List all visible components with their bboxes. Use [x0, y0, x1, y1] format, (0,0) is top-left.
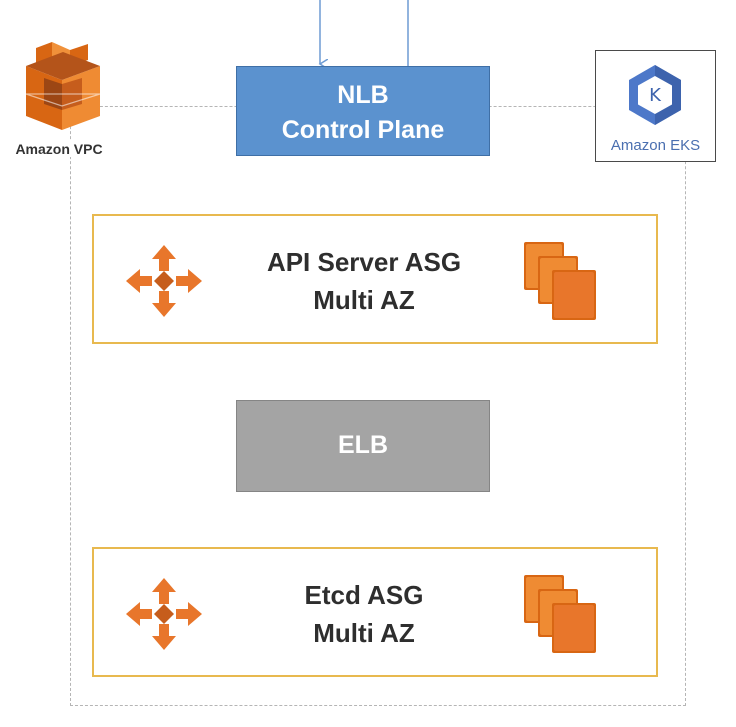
control-plane-label: Control Plane: [281, 116, 445, 144]
etcd-multi-az-label: Multi AZ: [313, 618, 415, 648]
api-server-multi-az-label: Multi AZ: [313, 285, 415, 315]
elb-box: ELB: [236, 400, 490, 492]
auto-scaling-arrows-icon: [126, 578, 202, 650]
amazon-eks-box: K Amazon EKS: [595, 50, 716, 162]
ec2-instances-icon: [524, 575, 596, 653]
api-server-asg-title: API Server ASG: [266, 247, 462, 277]
etcd-asg-box: Etcd ASG Multi AZ: [92, 547, 658, 677]
api-server-asg-box: API Server ASG Multi AZ: [92, 214, 658, 344]
amazon-eks-icon: K: [629, 65, 681, 125]
etcd-asg-text: Etcd ASG Multi AZ: [234, 576, 494, 652]
eks-icon-letter: K: [649, 85, 662, 106]
auto-scaling-arrows-icon: [126, 245, 202, 317]
amazon-vpc-label: Amazon VPC: [2, 141, 116, 157]
nlb-control-plane-box: NLB Control Plane: [236, 66, 490, 156]
nlb-label: NLB: [337, 81, 389, 109]
etcd-asg-title: Etcd ASG: [304, 580, 424, 610]
amazon-eks-label: Amazon EKS: [610, 137, 701, 154]
ec2-instances-icon: [524, 242, 596, 320]
incoming-connectors: [0, 0, 409, 70]
amazon-vpc-icon: [25, 42, 101, 130]
api-server-asg-text: API Server ASG Multi AZ: [234, 243, 494, 319]
